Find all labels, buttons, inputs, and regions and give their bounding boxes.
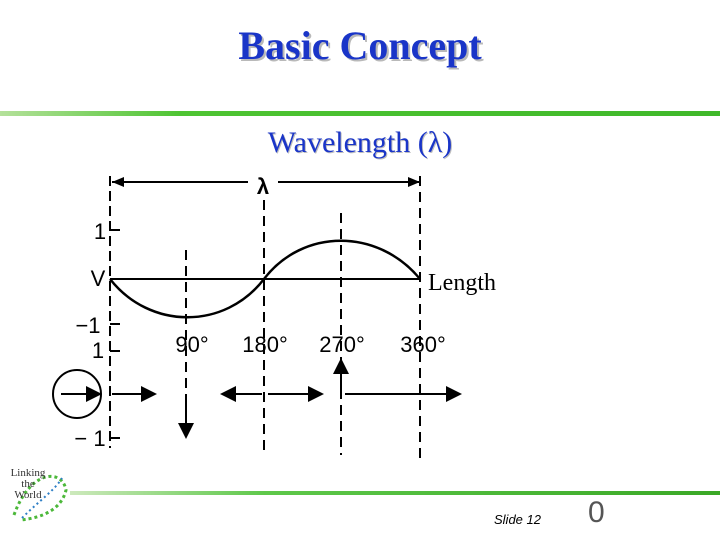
lambda-label: λ — [257, 174, 269, 199]
x-label-360: 360° — [400, 332, 446, 357]
x-label-180: 180° — [242, 332, 288, 357]
title-divider — [0, 111, 720, 116]
footer-divider — [70, 491, 720, 495]
y-label-bottom: −1 — [75, 313, 100, 338]
y-label-mid: V — [91, 266, 106, 291]
logo: Linking the World — [6, 468, 50, 501]
logo-swoosh — [12, 474, 68, 522]
logo-swoosh-inner — [21, 477, 63, 519]
y-label-top: 1 — [94, 219, 106, 244]
slide-number-label: Slide 12 — [494, 512, 541, 527]
phasor-label-bottom: − 1 — [74, 426, 105, 451]
lambda-arrowhead-right — [408, 177, 420, 187]
phasor-label-top: 1 — [92, 338, 104, 363]
slide-subtitle: Wavelength (λ) — [267, 126, 453, 159]
length-label: Length — [428, 270, 496, 296]
x-label-270: 270° — [319, 332, 365, 357]
logo-line-2: the — [21, 478, 35, 490]
sine-wave — [109, 239, 421, 319]
x-label-90: 90° — [175, 332, 208, 357]
slide-title: Basic Concept — [238, 23, 482, 68]
lambda-arrowhead-left — [112, 177, 124, 187]
logo-line-1: Linking — [10, 467, 46, 479]
page-number: 0 — [588, 496, 605, 529]
logo-line-3: World — [14, 489, 42, 501]
